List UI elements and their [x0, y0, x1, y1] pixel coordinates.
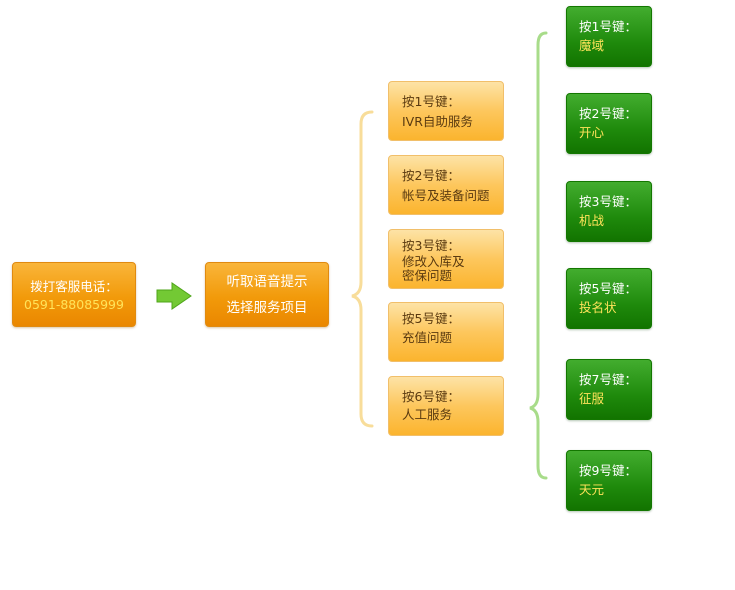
sub-option-label: 征服 — [579, 391, 605, 406]
sub-option-box-2: 按2号键： 开心 — [566, 93, 652, 154]
sub-option-box-3: 按3号键： 机战 — [566, 181, 652, 242]
option-key: 按6号键： — [402, 389, 460, 404]
sub-option-label: 魔域 — [579, 38, 605, 53]
call-hotline-label: 拨打客服电话： — [30, 279, 118, 294]
sub-option-label: 机战 — [579, 213, 605, 228]
sub-option-key: 按5号键： — [579, 281, 637, 296]
sub-option-key: 按7号键： — [579, 372, 637, 387]
sub-option-box-1: 按1号键： 魔域 — [566, 6, 652, 67]
sub-option-label: 开心 — [579, 125, 605, 140]
option-label: 修改入库及 密保问题 — [402, 254, 465, 283]
call-hotline-box: 拨打客服电话： 0591-88085999 — [12, 262, 136, 327]
arrow-right-icon — [156, 282, 192, 310]
option-box-5: 按6号键： 人工服务 — [388, 376, 504, 436]
sub-option-key: 按3号键： — [579, 194, 637, 209]
brace-options — [351, 110, 374, 428]
brace-sub-options — [529, 31, 548, 480]
ivr-prompt-line2: 选择服务项目 — [226, 300, 308, 316]
option-box-1: 按1号键： IVR自助服务 — [388, 81, 504, 141]
sub-option-key: 按9号键： — [579, 463, 637, 478]
option-label: 人工服务 — [402, 407, 453, 422]
sub-option-box-6: 按9号键： 天元 — [566, 450, 652, 511]
ivr-prompt-line1: 听取语音提示 — [226, 274, 308, 290]
sub-option-key: 按1号键： — [579, 19, 637, 34]
option-label: IVR自助服务 — [402, 114, 473, 129]
option-key: 按3号键： — [402, 238, 460, 253]
option-key: 按5号键： — [402, 311, 460, 326]
option-box-3: 按3号键： 修改入库及 密保问题 — [388, 229, 504, 289]
sub-option-label: 投名状 — [579, 300, 617, 315]
sub-option-key: 按2号键： — [579, 106, 637, 121]
option-label: 帐号及装备问题 — [402, 188, 490, 203]
option-box-4: 按5号键： 充值问题 — [388, 302, 504, 362]
sub-option-label: 天元 — [579, 482, 605, 497]
ivr-prompt-box: 听取语音提示 选择服务项目 — [205, 262, 329, 327]
hotline-number: 0591-88085999 — [24, 297, 124, 312]
option-label: 充值问题 — [402, 330, 453, 345]
option-key: 按1号键： — [402, 94, 460, 109]
sub-option-box-4: 按5号键： 投名状 — [566, 268, 652, 329]
option-box-2: 按2号键： 帐号及装备问题 — [388, 155, 504, 215]
option-key: 按2号键： — [402, 168, 460, 183]
sub-option-box-5: 按7号键： 征服 — [566, 359, 652, 420]
